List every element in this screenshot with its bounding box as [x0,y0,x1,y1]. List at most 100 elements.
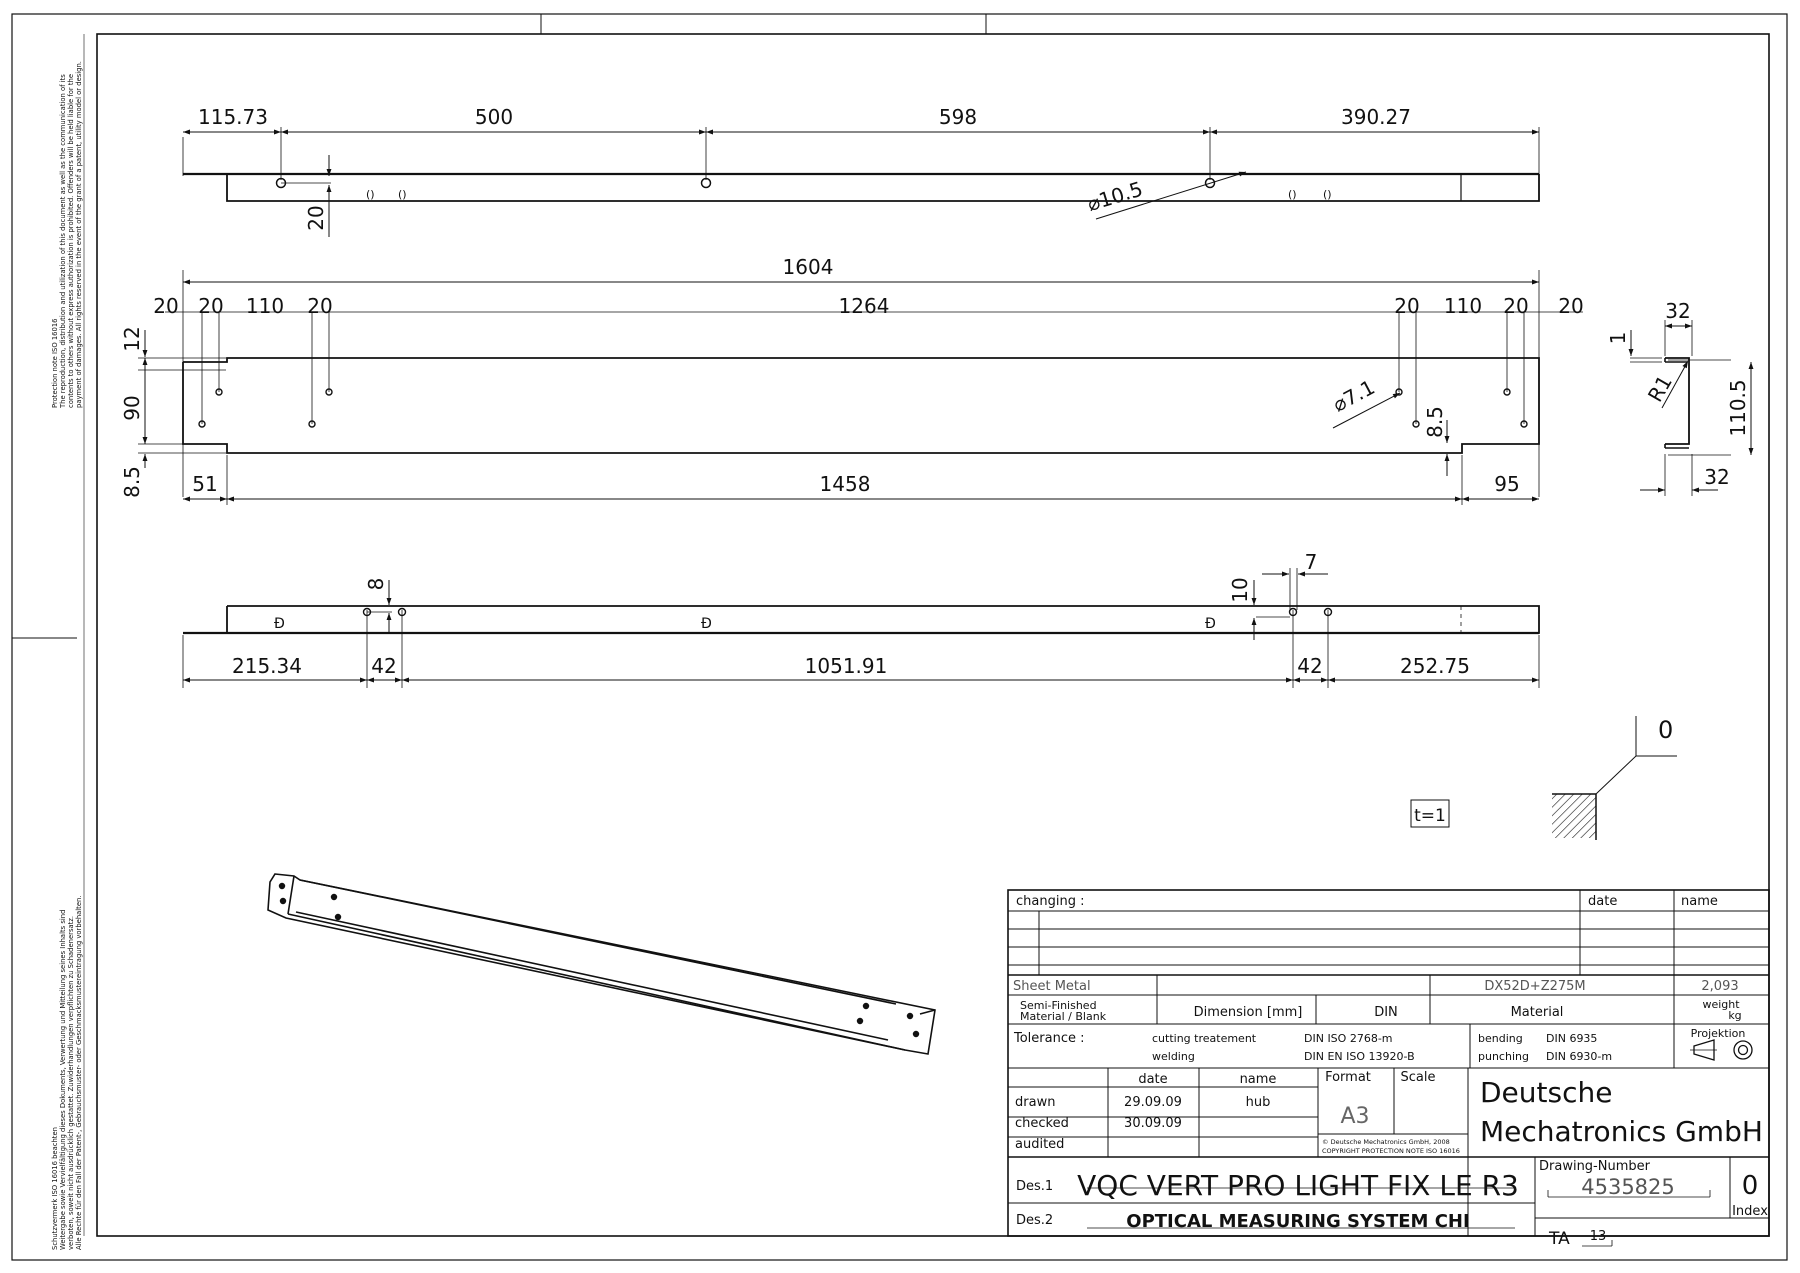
drawing-number-label: Drawing-Number [1539,1159,1651,1174]
scale-label: Scale [1401,1070,1436,1085]
outer-frame [11,13,1788,1261]
bottom-view-labels: 8 10 7 215.34 42 1051.91 42 252.75 [232,550,1470,678]
dim-label: 252.75 [1400,654,1470,678]
thickness-label: t=1 [1414,806,1446,826]
dim-label: 32 [1665,299,1690,323]
dim-label: 90 [120,395,144,420]
hole-mark [1288,607,1298,617]
format-label: Format [1325,1070,1371,1085]
hole-mark [325,388,333,396]
index-label: Index [1732,1204,1768,1219]
dim-label: 42 [371,654,396,678]
note-line: verboten, soweit nicht ausdrücklich gest… [67,916,75,1250]
svg-text:(): () [366,188,375,201]
svg-text:Ð: Ð [701,616,712,632]
projection-label: Projektion [1691,1027,1746,1040]
hole-mark [1204,177,1216,189]
company-name: Deutsche [1480,1076,1612,1109]
svg-text:(): () [1288,188,1297,201]
radius-label: R1 [1643,371,1677,406]
title-block-text: changing : date name Sheet Metal DX52D+Z… [1013,894,1768,1249]
audited-label: audited [1015,1137,1064,1152]
bottom-view: Ð Ð Ð [182,568,1540,688]
dim-label: 1 [1606,332,1630,345]
hole-mark [198,420,206,428]
front-view [138,270,1583,505]
thickness-box [1410,799,1450,828]
dimension-label: Dimension [mm] [1194,1005,1303,1020]
note-line: contents to others without express autho… [67,74,75,408]
title-block [1007,889,1770,1247]
hole-mark [215,388,223,396]
material-label: Material [1511,1005,1564,1020]
drawn-label: drawn [1015,1095,1055,1110]
surface-symbol [1552,716,1677,840]
dim-label: 20 [307,294,332,318]
dim-label: 32 [1704,465,1729,489]
weight-value: 2,093 [1701,979,1738,994]
dim-label: 10 [1228,577,1252,602]
des2-label: Des.2 [1016,1213,1053,1228]
punching-standard: DIN 6930-m [1546,1050,1612,1063]
ta-label: TA [1548,1229,1570,1249]
hole-diameter-label: ⌀10.5 [1084,177,1145,216]
note-line: payment of damages. All rights reserved … [75,61,83,408]
drawing-frame [96,33,1770,1237]
punching-label: punching [1478,1050,1529,1063]
changing-label: changing : [1016,894,1084,909]
index-value: 0 [1742,1171,1759,1201]
hole-mark [1503,388,1511,396]
dim-label: 110.5 [1726,379,1750,436]
semi-finished-label: Material / Blank [1020,1010,1107,1023]
note-line: The reproduction, distribution and utili… [59,74,67,409]
bending-label: bending [1478,1032,1523,1045]
note-line: Weitergabe sowie Vervielfältigung dieses… [59,910,67,1250]
dim-label: 110 [1444,294,1482,318]
dim-label: 8.5 [1423,406,1447,438]
dim-label: 1264 [839,294,890,318]
company-name: Mechatronics GmbH [1480,1115,1763,1148]
front-view-labels: 1604 20 20 110 20 1264 20 110 20 20 12 9… [120,255,1584,498]
note-line: Alle Rechte für den Fall der Patent-, Ge… [75,896,83,1251]
dim-label: 20 [304,205,328,230]
dim-label: 51 [192,472,217,496]
des2-value: OPTICAL MEASURING SYSTEM CHI [1126,1211,1469,1232]
drawing-number: 4535825 [1581,1175,1675,1199]
protection-note-en: Protection note ISO 16016 The reproducti… [51,61,83,409]
top-view: () () () () [182,127,1540,237]
dim-label: 215.34 [232,654,302,678]
copyright-line: © Deutsche Mechatronics GmbH, 2008 [1322,1138,1450,1146]
protection-note-de: Schutzvermerk ISO 16016 beachten Weiterg… [51,896,83,1251]
col-name-label: name [1240,1072,1277,1087]
dim-label: 115.73 [198,105,268,129]
weight-label: weight [1702,998,1740,1011]
projection-symbol-icon [1690,1039,1753,1061]
dim-label: 20 [198,294,223,318]
dim-label: 20 [1503,294,1528,318]
hole-mark [1412,420,1420,428]
weight-unit: kg [1728,1009,1741,1022]
overall-length-label: 1604 [783,255,834,279]
din-label: DIN [1374,1005,1398,1020]
dim-label: 42 [1297,654,1322,678]
des1-value: VQC VERT PRO LIGHT FIX LE R3 [1077,1169,1519,1202]
hole-mark [1323,607,1333,617]
dim-label: 7 [1305,550,1318,574]
dim-label: 20 [153,294,178,318]
dim-label: 390.27 [1341,105,1411,129]
hole-mark [308,420,316,428]
note-line: Protection note ISO 16016 [51,319,59,408]
hole-diameter-label: ⌀7.1 [1329,375,1379,417]
dim-label: 500 [475,105,513,129]
format-value: A3 [1340,1104,1369,1129]
dim-label: 12 [120,326,144,351]
dim-label: 8.5 [120,466,144,498]
section-view-labels: 32 1 R1 110.5 32 [1606,299,1750,489]
section-view [1628,320,1754,496]
hole-mark [700,177,712,189]
checked-date: 30.09.09 [1124,1116,1182,1131]
dim-label: 20 [1558,294,1583,318]
welding-label: welding [1152,1050,1195,1063]
des1-label: Des.1 [1016,1179,1053,1194]
